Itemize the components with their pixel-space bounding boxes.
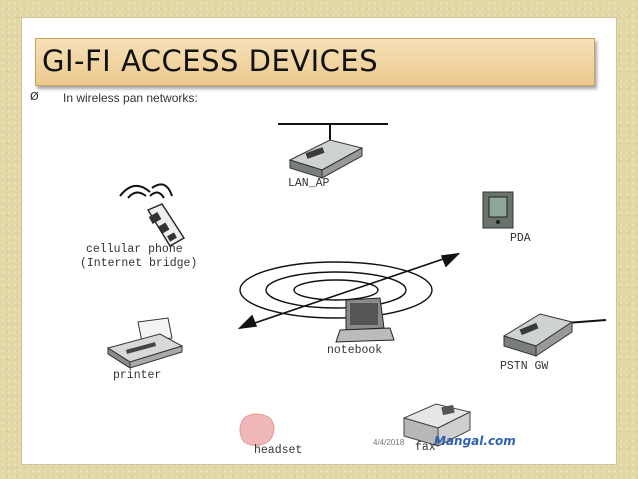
slide-title: GI-FI ACCESS DEVICES <box>42 44 379 78</box>
intro-text: In wireless pan networks: <box>63 91 198 105</box>
pda-device <box>482 191 514 229</box>
lan-ap-label: LAN_AP <box>288 177 330 190</box>
content-panel <box>22 18 616 464</box>
headset-device <box>239 413 275 446</box>
printer-label: printer <box>113 369 162 382</box>
printer-device <box>106 317 184 369</box>
pstn-gw-label: PSTN GW <box>500 360 549 373</box>
pda-label: PDA <box>510 232 531 245</box>
fax-label: fax <box>415 441 436 454</box>
wireless-range-rings <box>239 261 433 319</box>
brand-watermark: Mangal.com <box>434 434 516 448</box>
headset-label: headset <box>254 444 303 457</box>
notebook-label: notebook <box>327 344 383 357</box>
cellular-phone-sublabel: (Internet bridge) <box>80 257 198 270</box>
signal-arrow <box>237 252 461 330</box>
notebook-device <box>335 297 395 343</box>
pstn-gw-device <box>502 313 607 357</box>
lan-ap-device <box>278 123 388 179</box>
bullet-icon: Ø <box>30 90 39 103</box>
title-box: GI-FI ACCESS DEVICES <box>35 38 595 86</box>
fax-device <box>402 403 472 447</box>
cellular-phone-label: cellular phone <box>86 243 183 256</box>
slide-date: 4/4/2018 <box>373 438 405 447</box>
cellular-phone-device <box>119 183 185 247</box>
